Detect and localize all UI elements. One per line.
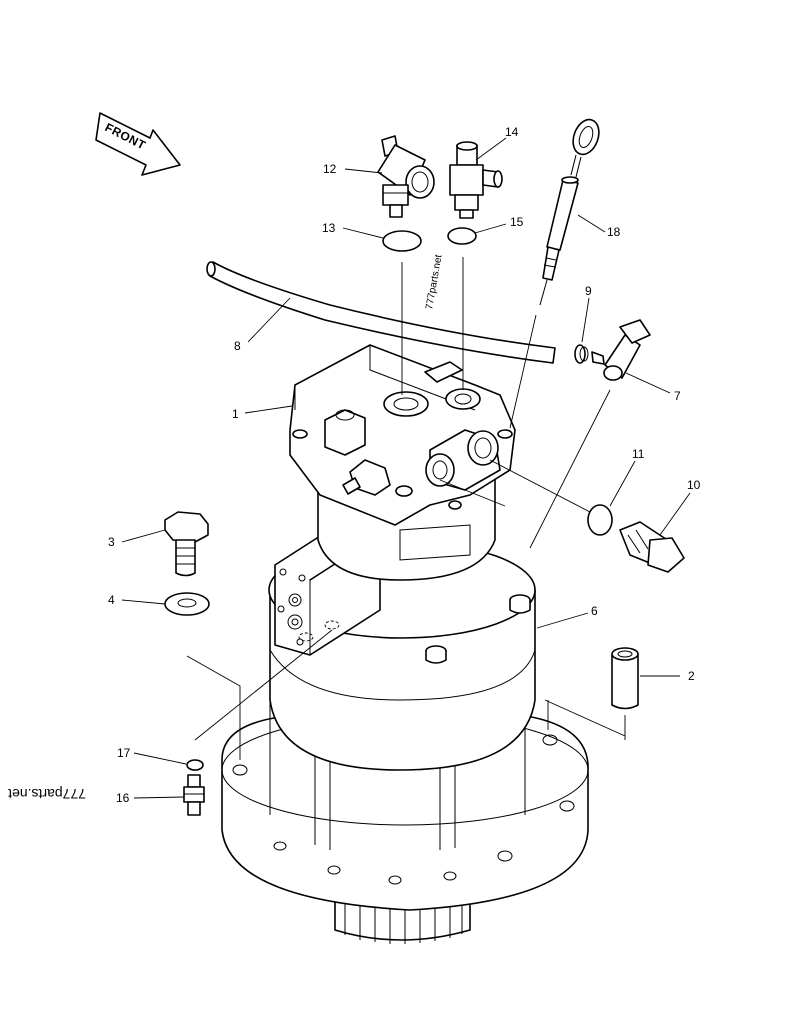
connector-fitting [619,521,685,573]
o-ring-17 [186,759,204,771]
plug-16 [183,774,205,816]
callout-2: 2 [688,669,695,683]
callout-1: 1 [232,407,239,421]
elbow-adapter [377,135,435,218]
o-ring-15 [447,227,477,245]
callout-14: 14 [505,125,519,139]
swing-motor [289,344,516,581]
elbow-fitting [591,319,651,381]
callout-10: 10 [687,478,701,492]
callout-16: 16 [116,791,130,805]
callout-numbers: 1 2 3 4 6 7 8 9 10 11 12 13 14 15 16 17 … [108,125,701,805]
o-ring-11 [587,504,613,536]
callout-3: 3 [108,535,115,549]
watermark-upside-down: 777parts.net [8,786,86,802]
callout-15: 15 [510,215,524,229]
callout-18: 18 [607,225,621,239]
callout-leaders [121,137,691,799]
hose-clamp [574,344,589,364]
callout-8: 8 [234,339,241,353]
assembly-guide-lines [186,257,626,760]
callout-6: 6 [591,604,598,618]
callout-7: 7 [674,389,681,403]
callout-11: 11 [632,447,645,461]
drain-hose [206,261,556,364]
callout-9: 9 [585,284,592,298]
washer [164,592,210,616]
front-arrow: FRONT [95,112,181,176]
callout-13: 13 [322,221,336,235]
callout-17: 17 [117,746,131,760]
o-ring-13 [382,230,422,252]
dowel-pin [611,647,639,710]
watermark-center: 777parts.net [424,254,445,311]
callout-4: 4 [108,593,115,607]
oil-level-gauge [539,118,600,306]
tee-fitting [449,141,503,219]
callout-12: 12 [323,162,337,176]
hex-bolt [164,511,209,577]
